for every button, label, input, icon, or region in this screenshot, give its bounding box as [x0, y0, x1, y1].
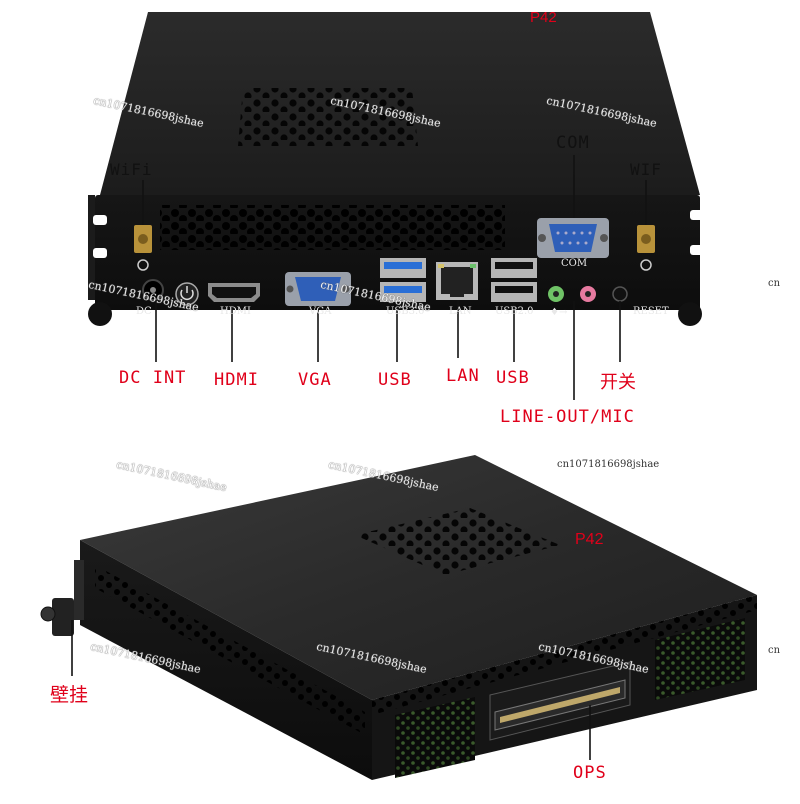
- left-side-vent: [95, 565, 365, 735]
- vga-port: [285, 272, 351, 306]
- dc-port: [142, 279, 164, 301]
- model-label-top: P42: [530, 9, 557, 26]
- reset-button: [612, 286, 628, 302]
- line-out-mic-callout: LINE-OUT/MIC: [500, 407, 635, 427]
- com-label: COM: [556, 133, 590, 153]
- ops-connector: [489, 661, 631, 741]
- callout-lines-top: [142, 155, 647, 400]
- reset-port-text: RESET: [633, 306, 669, 317]
- usb-left-callout: USB: [378, 370, 412, 390]
- bottom-lid-vent: [355, 508, 560, 575]
- com-port: [537, 218, 609, 258]
- foot-right: [678, 302, 702, 326]
- audio-jacks: [548, 286, 596, 302]
- com-port-text: COM: [561, 258, 588, 269]
- hdmi-port: [208, 283, 260, 302]
- wifi-left-label: WiFi: [110, 160, 153, 179]
- wifi-right-label: WIF: [630, 160, 662, 179]
- lan-callout: LAN: [446, 366, 480, 386]
- watermark-8: cn1071816698jshae: [557, 459, 660, 470]
- usb3-ports: [380, 258, 426, 302]
- ops-callout: OPS: [573, 763, 607, 783]
- wifi-connector-right: [637, 225, 655, 271]
- front-vent: [160, 205, 505, 250]
- usb2-port-text: USB2.0: [495, 306, 534, 317]
- hdmi-port-text: HDMI: [220, 306, 251, 317]
- hdmi-callout: HDMI: [214, 370, 259, 390]
- lan-port-text: LAN: [449, 306, 472, 317]
- watermark-edge-1: cn: [768, 278, 781, 289]
- bracket-slot-right-1: [690, 210, 704, 220]
- bracket-slot-left-1: [93, 215, 107, 225]
- vga-callout: VGA: [298, 370, 332, 390]
- bottom-unit: [40, 455, 757, 780]
- dc-port-text: DC: [136, 306, 152, 317]
- wall-mount-callout: 壁挂: [50, 684, 89, 706]
- usb-right-callout: USB: [496, 368, 530, 388]
- dc-int-callout: DC INT: [119, 368, 187, 388]
- vga-port-text: VGA: [309, 306, 332, 317]
- board-area-right: [655, 618, 745, 700]
- usb2-ports: [491, 258, 537, 302]
- power-button: [175, 282, 199, 306]
- top-unit: [88, 12, 704, 400]
- switch-callout: 开关: [600, 372, 636, 393]
- usb3-port-text: USB3.0: [386, 306, 425, 317]
- lan-port: [436, 262, 478, 300]
- bracket-slot-left-2: [93, 248, 107, 258]
- top-vent: [238, 88, 418, 146]
- wall-mount-bracket: [40, 560, 84, 636]
- watermark-edge-2: cn: [768, 645, 781, 656]
- foot-left: [88, 302, 112, 326]
- bottom-lid: [80, 455, 757, 700]
- bracket-slot-right-2: [690, 245, 704, 255]
- model-label-bottom: P42: [575, 531, 604, 548]
- callout-lines-bottom: [71, 620, 591, 760]
- board-area-left: [395, 697, 475, 778]
- mic-port-text: ♦→: [550, 307, 568, 318]
- wifi-connector-left: [134, 225, 152, 271]
- front-face-vent: [372, 595, 757, 715]
